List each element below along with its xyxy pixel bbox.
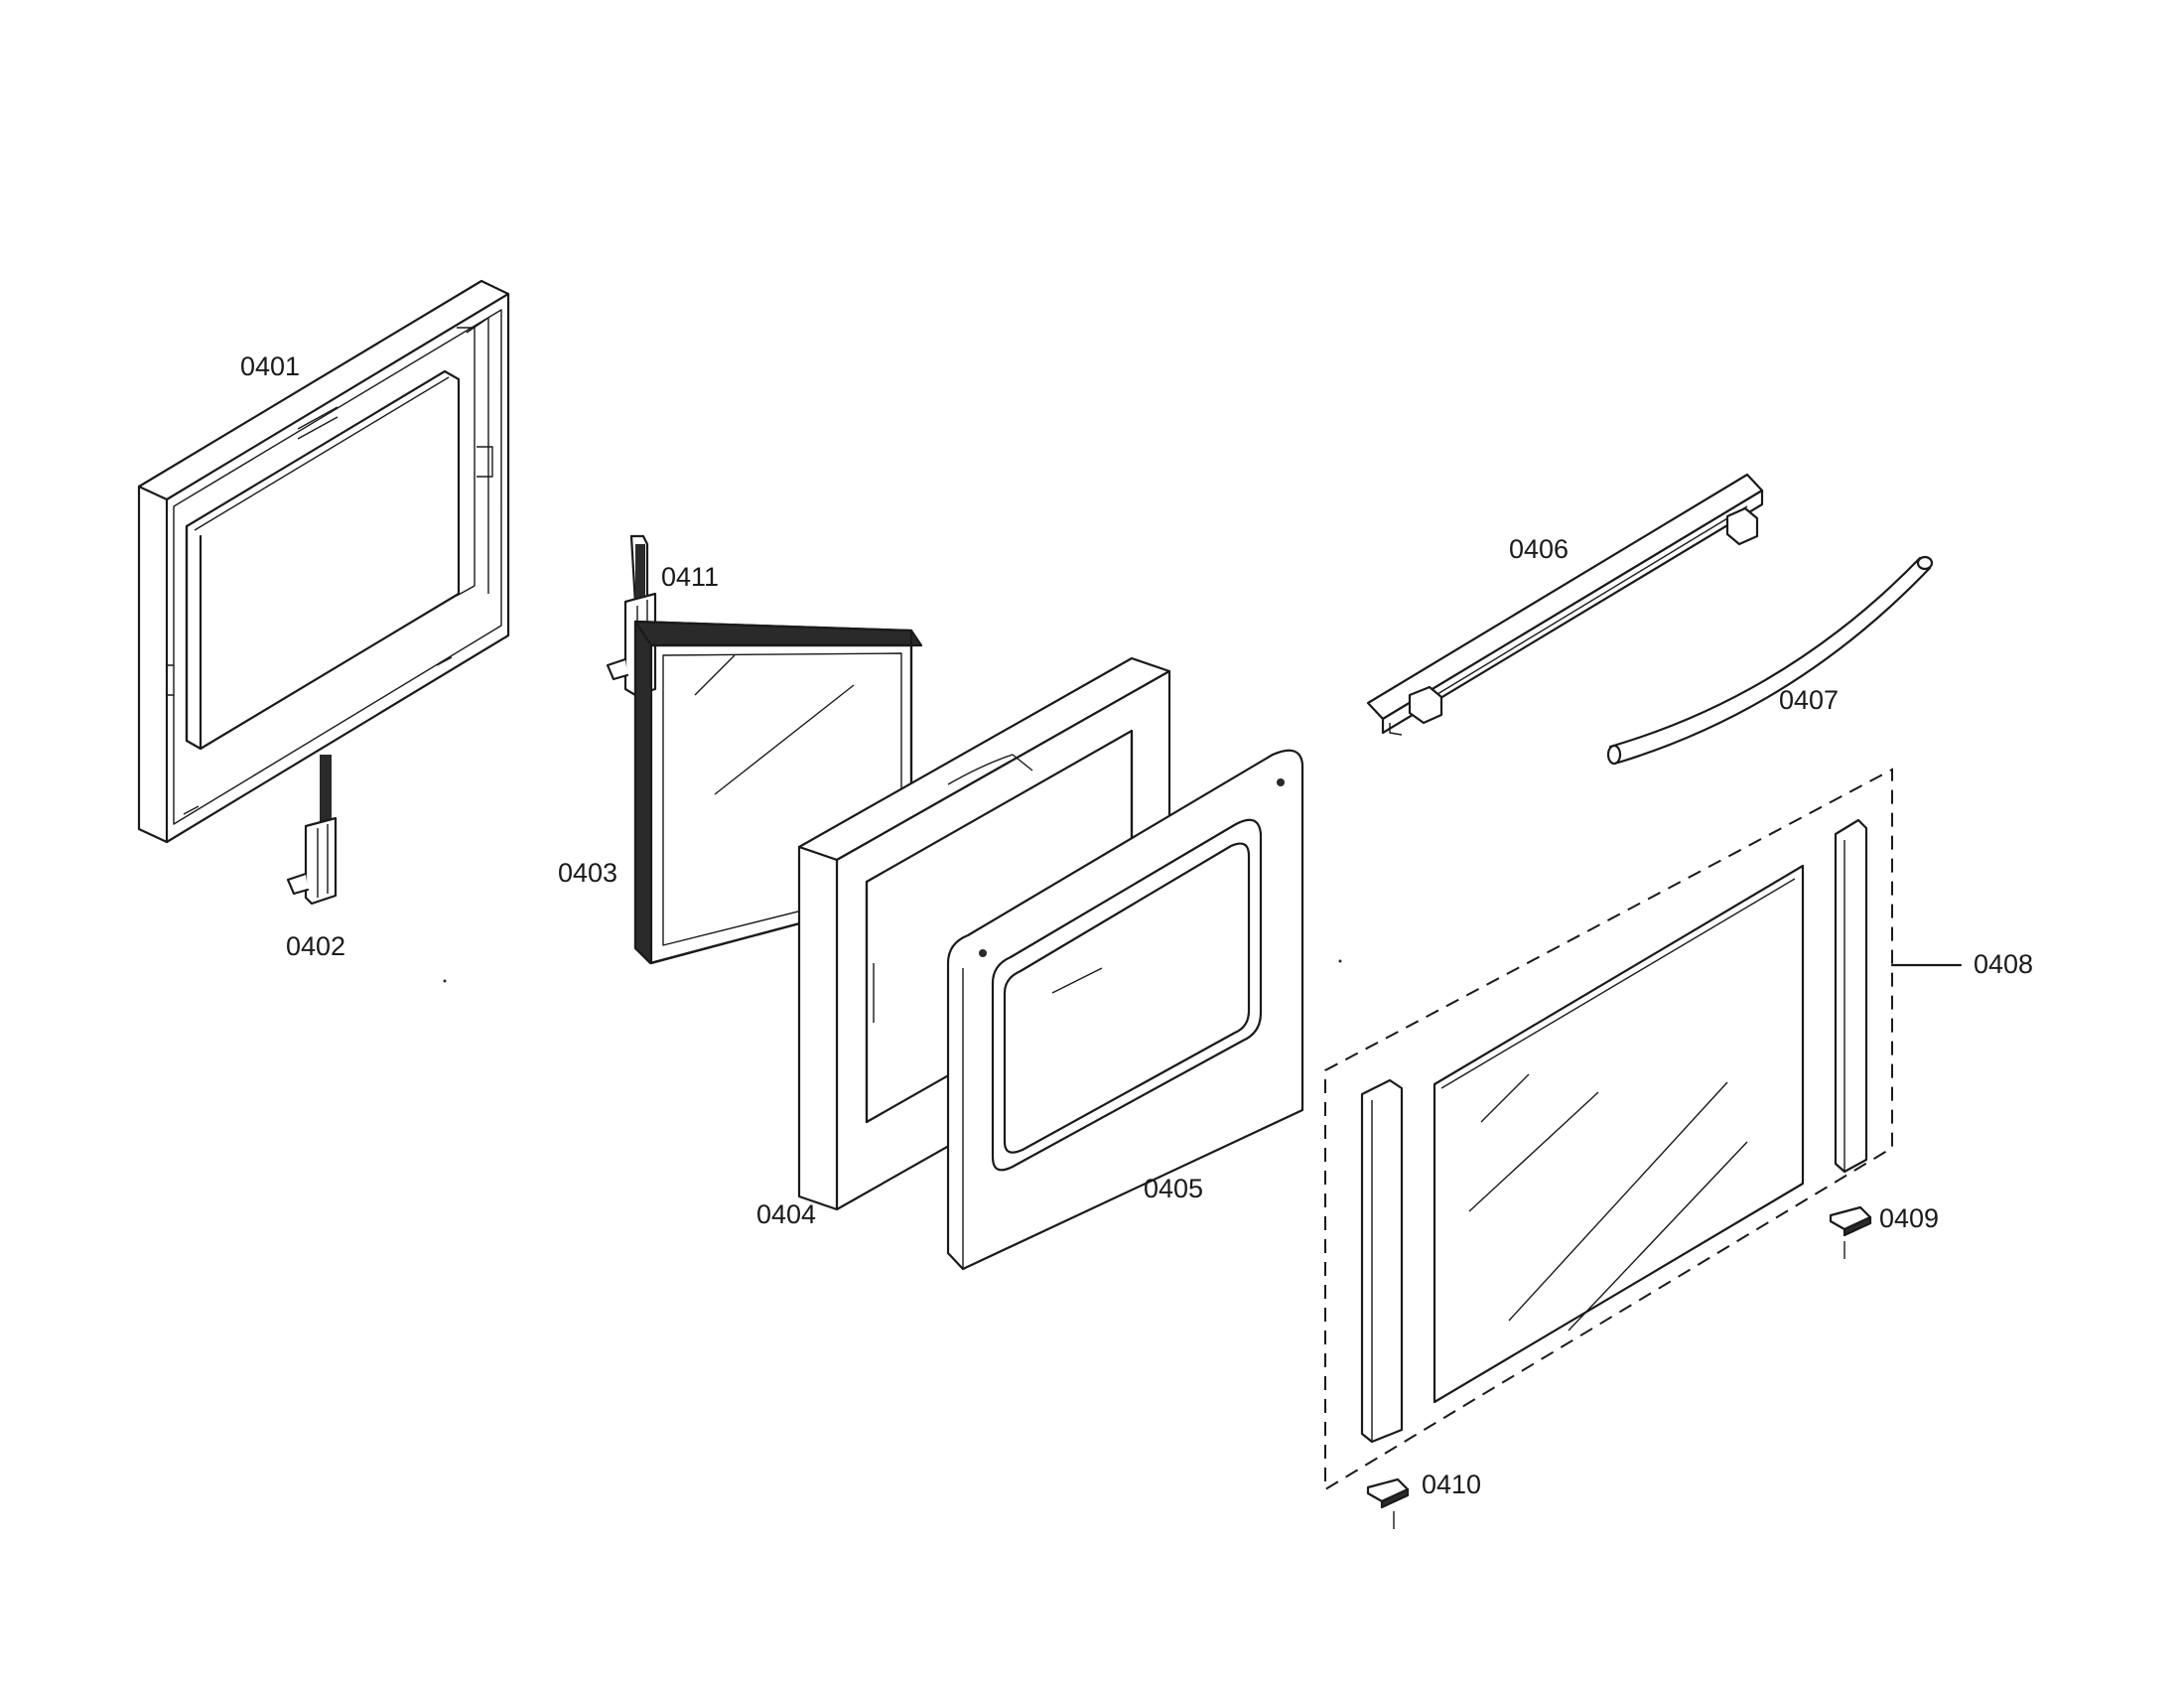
stray-dot [443, 979, 447, 983]
label-0410: 0410 [1422, 1470, 1481, 1499]
label-0404: 0404 [756, 1199, 816, 1229]
label-0411: 0411 [661, 562, 719, 592]
label-0409: 0409 [1879, 1203, 1939, 1233]
label-0401: 0401 [240, 351, 300, 381]
part-0403-inner-glass-pack[interactable] [633, 620, 923, 965]
part-0401-door-frame[interactable] [137, 279, 510, 844]
part-0408-outer-glass-assembly[interactable] [1324, 768, 1963, 1491]
label-0406: 0406 [1509, 534, 1569, 564]
label-0403: 0403 [558, 858, 617, 888]
part-0409-clip-right[interactable] [1829, 1205, 1872, 1259]
part-0407-handle-bar[interactable] [1606, 555, 1934, 766]
label-0402: 0402 [286, 931, 345, 961]
part-0406-handle-rail[interactable] [1366, 473, 1764, 736]
part-0410-clip-left[interactable] [1366, 1477, 1410, 1529]
part-0402-hinge-lower[interactable] [286, 755, 338, 906]
label-0407: 0407 [1779, 685, 1839, 715]
label-0405: 0405 [1144, 1174, 1203, 1203]
part-0405-inner-door-panel[interactable] [946, 749, 1304, 1271]
stray-dot [1338, 959, 1342, 963]
label-0408: 0408 [1974, 949, 2033, 979]
